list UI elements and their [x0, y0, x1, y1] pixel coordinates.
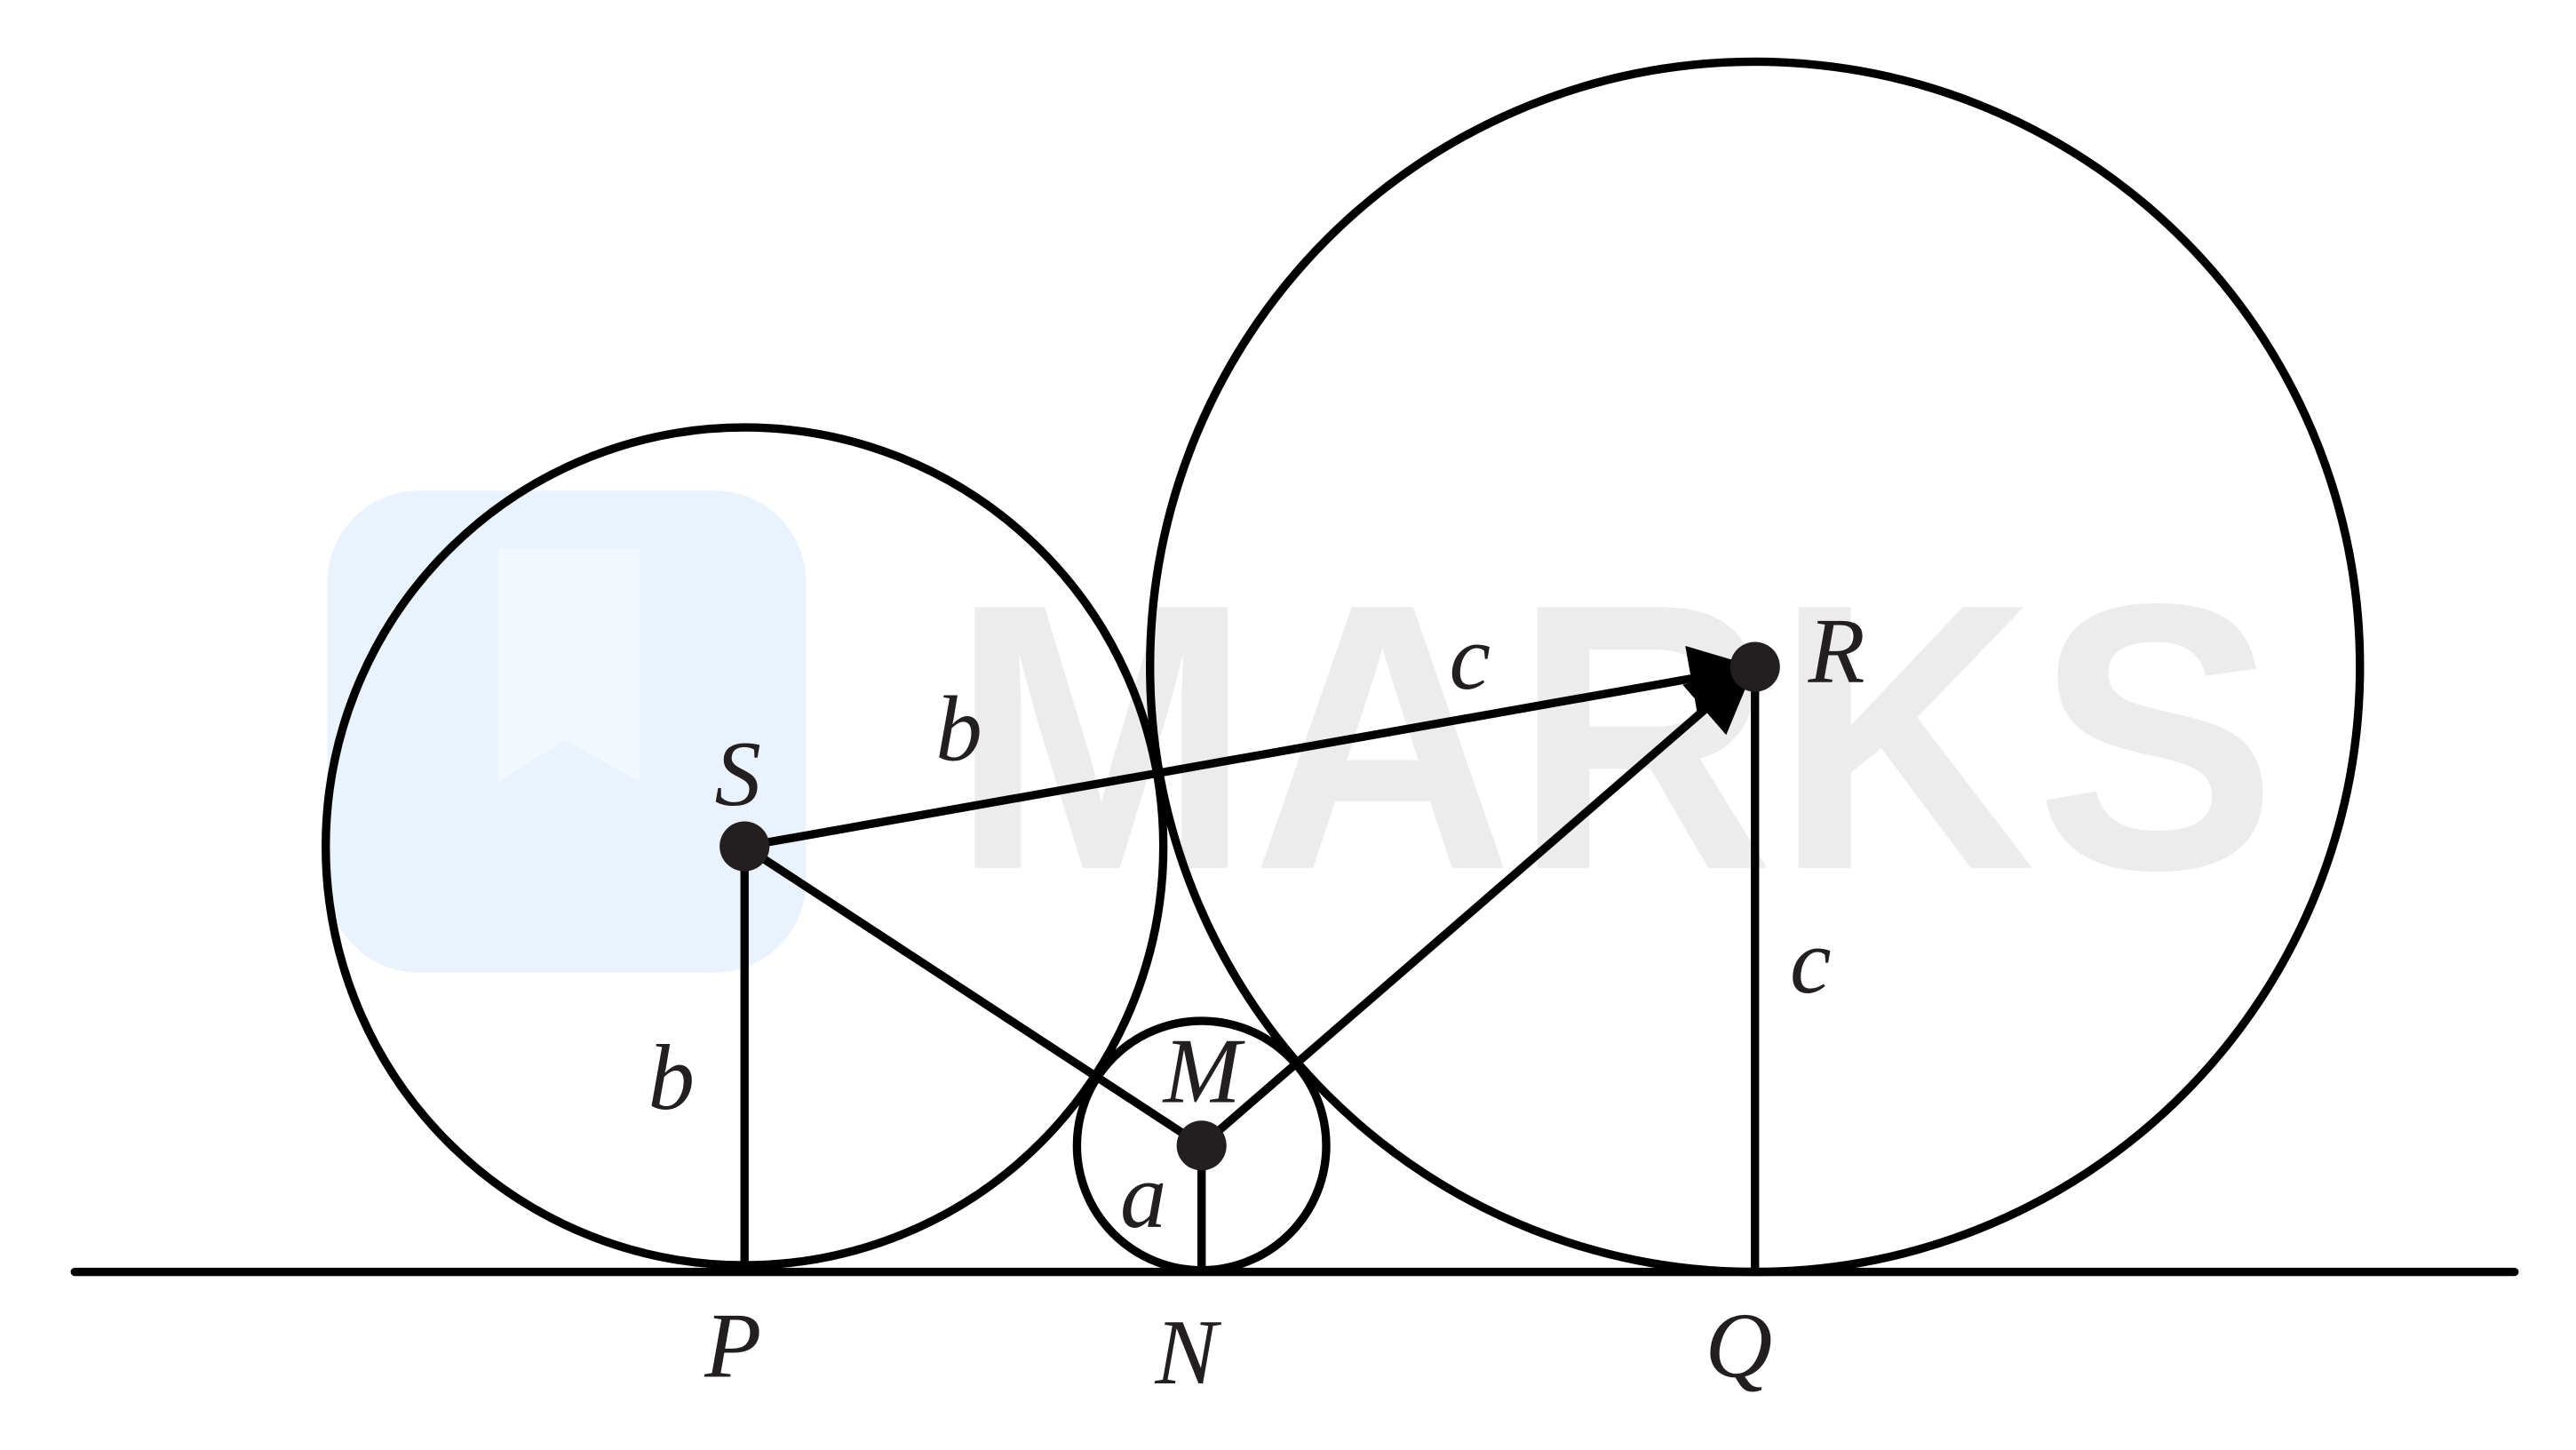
point-r [1729, 641, 1780, 692]
label-b-sp: b [648, 1026, 695, 1129]
circle-r [1146, 57, 2365, 1277]
label-c-sr: c [1449, 606, 1491, 709]
point-m [1176, 1120, 1227, 1171]
label-m: M [1162, 1020, 1246, 1123]
watermark-bookmark-icon [498, 548, 640, 782]
circle-m [1072, 1016, 1331, 1275]
watermark-text: MARKS [950, 526, 2277, 949]
label-a-mn: a [1120, 1144, 1166, 1247]
label-c-rq: c [1790, 910, 1832, 1013]
segment-sr [743, 645, 1757, 851]
segment-sm [742, 842, 1205, 1150]
label-r: R [1808, 599, 1865, 702]
label-p: P [704, 1294, 761, 1397]
point-s [720, 821, 770, 872]
label-b-sr: b [935, 677, 982, 780]
label-n: N [1154, 1301, 1221, 1404]
watermark-logo: MARKS [327, 490, 2277, 973]
label-s: S [715, 722, 761, 825]
label-q: Q [1705, 1294, 1773, 1397]
segment-mr [1198, 666, 1755, 1149]
